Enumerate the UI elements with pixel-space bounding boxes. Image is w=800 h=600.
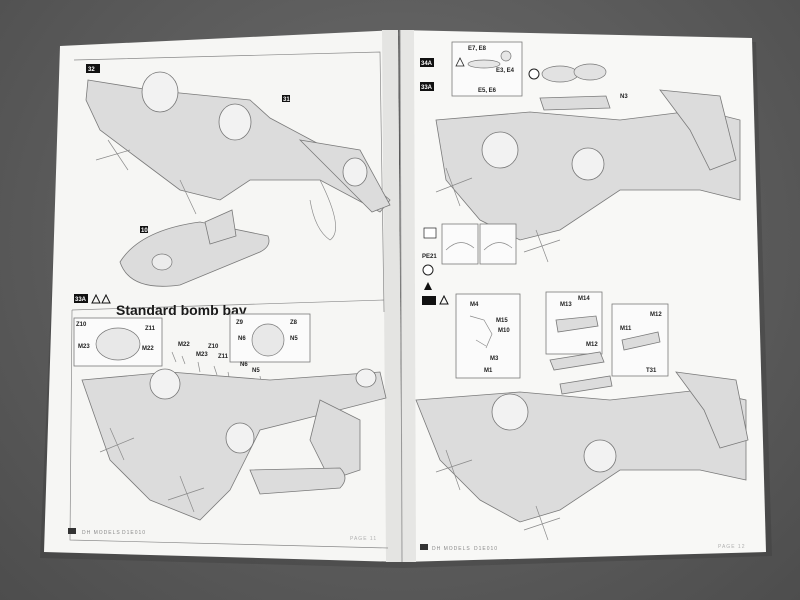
step-33a-marker (74, 294, 88, 303)
part-label: M14 (578, 296, 590, 302)
part-label: N5 (290, 336, 298, 342)
step-33a-label: 33A (75, 297, 87, 303)
part-drawing (500, 50, 512, 62)
part-label: E5, E6 (478, 88, 497, 94)
part-label: Z10 (208, 344, 219, 350)
part-label: M4 (470, 302, 479, 308)
part-label: Z11 (218, 354, 229, 360)
part-marker-icon (423, 227, 437, 239)
part-drawing (469, 315, 493, 349)
footer-kit-number: D1E010 (474, 546, 498, 552)
footer-brand: DH MODELS (82, 530, 121, 536)
warning-triangle-icon (424, 282, 432, 290)
part-label: M15 (496, 318, 508, 324)
callout-10-label: 10 (141, 228, 148, 234)
bay-door-drawing (559, 375, 613, 395)
callout-31-marker (282, 95, 290, 102)
part-label: Z9 (236, 320, 244, 326)
detail-drawing (445, 242, 475, 251)
footer-brand: DH MODELS (432, 546, 471, 552)
part-label: M13 (560, 302, 572, 308)
bay-part-drawing (539, 95, 611, 111)
aircraft-drawing-step-34a (435, 89, 741, 263)
part-label: M22 (178, 342, 190, 348)
brand-logo-icon (68, 528, 76, 534)
part-label: M1 (484, 368, 493, 374)
parts-box-3 (455, 293, 521, 379)
right-page-number: PAGE 12 (718, 544, 745, 550)
glue-icon (528, 68, 540, 80)
bay-door-drawing (555, 315, 599, 333)
brand-logo-icon (420, 544, 428, 550)
step-34a-marker (420, 58, 434, 67)
left-lower-frame (69, 309, 389, 549)
part-label: N3 (620, 94, 628, 100)
warning-triangle-icon (439, 294, 449, 305)
part-label: E3, E4 (496, 68, 515, 74)
inset-bomb-bay-drawing (251, 323, 285, 357)
part-label: T31 (646, 368, 657, 374)
part-label: M12 (650, 312, 662, 318)
detail-box-2 (479, 223, 517, 265)
aircraft-drawing-step-33a (81, 368, 387, 521)
step-34a-label: 34A (421, 61, 433, 67)
glue-icon (422, 264, 434, 276)
warning-triangle-icon (455, 57, 465, 67)
left-page-number: PAGE 11 (350, 536, 377, 542)
engine-part-drawing (573, 63, 607, 81)
engine-part-drawing (541, 65, 579, 83)
step-32-label: 32 (88, 67, 95, 73)
step-33a-right-marker (420, 82, 434, 91)
part-label: M10 (498, 328, 510, 334)
part-label: M22 (142, 346, 154, 352)
step-marker (422, 296, 436, 305)
bay-door-drawing (621, 331, 661, 351)
part-label: N6 (240, 362, 248, 368)
warning-triangle-icon (101, 293, 111, 304)
part-drawing (467, 59, 501, 69)
left-upper-frame (73, 51, 385, 313)
left-divider (71, 299, 385, 311)
part-label: M11 (620, 326, 632, 332)
part-label: M23 (78, 344, 90, 350)
left-page-gutter-shade (382, 30, 402, 562)
section-title: Standard bomb bay (116, 302, 247, 318)
part-label: E7, E8 (468, 46, 487, 52)
aircraft-drawing-step-32 (85, 71, 391, 287)
step-33a-right-label: 33A (421, 85, 433, 91)
part-label: N5 (252, 368, 260, 374)
part-label: M12 (586, 342, 598, 348)
part-label: N6 (238, 336, 246, 342)
step-32-marker (86, 64, 100, 73)
aircraft-drawing-step-33a-right (415, 371, 749, 541)
part-label: M23 (196, 352, 208, 358)
part-label: M3 (490, 356, 499, 362)
inset-bomb-bay-drawing (95, 327, 141, 361)
bay-door-drawing (549, 351, 605, 371)
part-label: Z8 (290, 320, 298, 326)
parts-box-top (451, 41, 523, 97)
spine-line (399, 29, 403, 563)
part-label: Z11 (145, 326, 156, 332)
part-label: PE21 (422, 254, 437, 260)
footer-kit-number: D1E010 (122, 530, 146, 536)
part-label: Z10 (76, 322, 87, 328)
callout-31-label: 31 (283, 97, 290, 103)
detail-drawing (483, 242, 513, 251)
warning-triangle-icon (91, 293, 101, 304)
detail-box-1 (441, 223, 479, 265)
right-page-gutter-shade (400, 30, 416, 562)
callout-10-marker (140, 226, 148, 233)
